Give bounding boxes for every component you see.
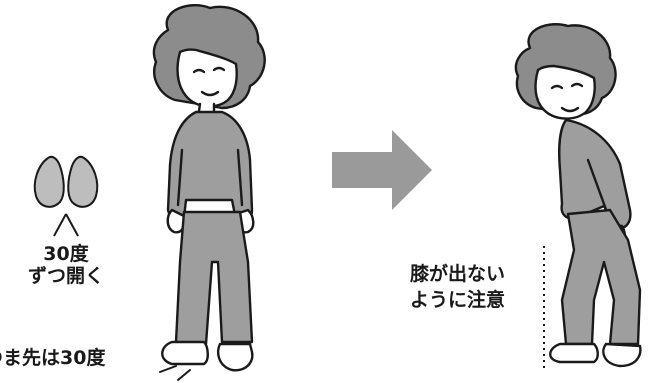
face bbox=[176, 48, 238, 108]
knee-warning-line2: ように注意 bbox=[410, 288, 506, 311]
shoe-left bbox=[161, 340, 209, 366]
squatting-figure bbox=[514, 23, 642, 368]
angle-label: 30度 ずつ開く bbox=[20, 243, 112, 288]
shoe-right bbox=[217, 342, 254, 372]
footprints-icon bbox=[33, 155, 99, 208]
angle-label-line2: ずつ開く bbox=[27, 264, 104, 287]
angle-lines bbox=[53, 213, 79, 237]
angle-label-line1: 30度 bbox=[43, 243, 89, 265]
pants bbox=[174, 210, 254, 346]
sweater bbox=[166, 110, 254, 223]
toe-note: つま先は30度 bbox=[0, 347, 106, 369]
right-arrow-icon bbox=[332, 130, 432, 210]
standing-figure bbox=[152, 4, 266, 381]
knee-warning-line1: 膝が出ない bbox=[410, 263, 506, 285]
knee-warning-label: 膝が出ない ように注意 bbox=[410, 262, 505, 313]
